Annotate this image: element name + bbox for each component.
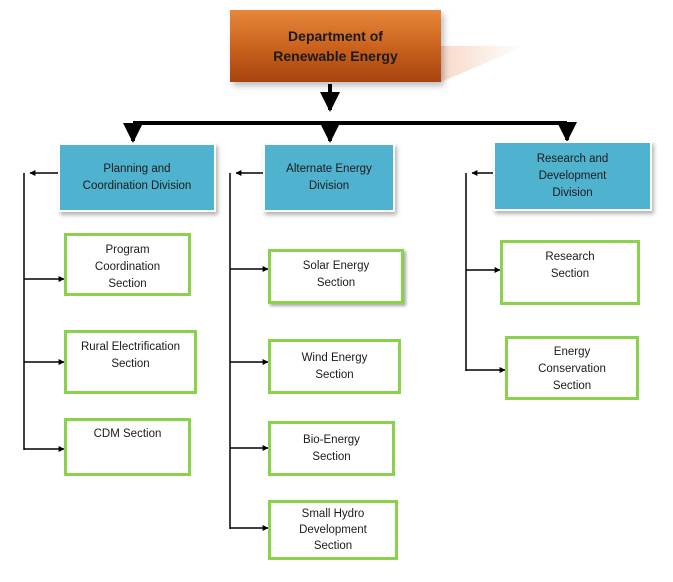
section-label-energy-conservation: Energy Conservation Section <box>538 346 606 392</box>
root-department-label: Department of Renewable Energy <box>273 28 398 64</box>
root-to-divisions-connector <box>123 84 577 143</box>
alternate-division-connector <box>229 170 269 531</box>
section-label-small-hydro: Small Hydro Development Section <box>299 508 367 552</box>
section-box-solar-energy: Solar Energy Section <box>268 249 404 304</box>
section-label-cdm: CDM Section <box>93 428 162 440</box>
section-label-program-coordination: Program Coordination Section <box>94 244 161 290</box>
division-label-planning: Planning and Coordination Division <box>82 162 192 192</box>
root-department-box: Department of Renewable Energy <box>230 10 441 82</box>
section-box-cdm: CDM Section <box>64 418 191 476</box>
section-box-energy-conservation: Energy Conservation Section <box>505 336 639 400</box>
section-box-program-coordination: Program Coordination Section <box>64 233 191 296</box>
planning-division-connector <box>23 170 65 452</box>
section-label-rural-electrification: Rural Electrification Section <box>80 341 181 370</box>
division-box-alternate: Alternate Energy Division <box>263 143 395 212</box>
section-box-wind-energy: Wind Energy Section <box>268 339 401 394</box>
section-label-bio-energy: Bio-Energy Section <box>303 433 360 463</box>
root-shadow-decoration <box>441 46 525 82</box>
section-label-research: Research Section <box>545 251 595 280</box>
section-box-small-hydro: Small Hydro Development Section <box>268 500 398 560</box>
division-box-planning: Planning and Coordination Division <box>58 143 216 212</box>
section-box-rural-electrification: Rural Electrification Section <box>64 330 197 394</box>
section-label-solar-energy: Solar Energy Section <box>302 260 370 289</box>
research-division-connector <box>465 170 506 373</box>
division-label-alternate: Alternate Energy Division <box>286 162 372 192</box>
section-label-wind-energy: Wind Energy Section <box>301 351 368 381</box>
section-box-bio-energy: Bio-Energy Section <box>268 421 395 476</box>
division-box-research: Research and Development Division <box>493 141 652 211</box>
section-box-research: Research Section <box>500 240 640 305</box>
division-label-research: Research and Development Division <box>536 152 609 199</box>
